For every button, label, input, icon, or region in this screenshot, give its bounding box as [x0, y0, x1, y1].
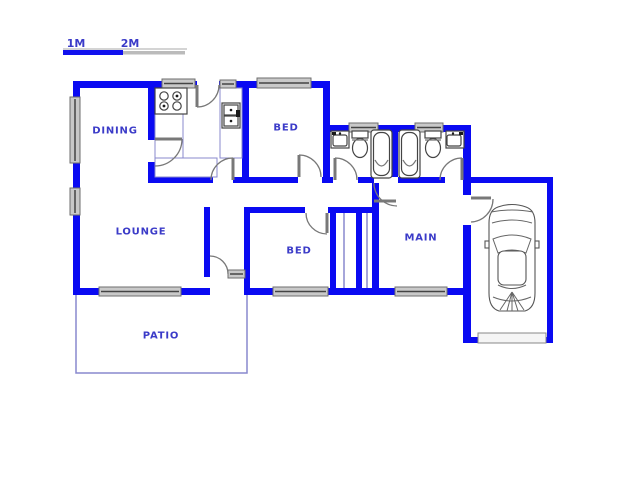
- patio-outline: [75, 295, 248, 374]
- window: [394, 286, 448, 297]
- toilet-icon: [351, 130, 369, 159]
- window: [161, 78, 196, 89]
- window: [219, 79, 237, 89]
- scale-bar-gray-segment: [123, 51, 185, 55]
- room-label-bed-top: BED: [273, 123, 298, 134]
- room-label-dining: DINING: [92, 126, 138, 137]
- basin-icon: [445, 130, 465, 149]
- door-dining: [154, 137, 183, 167]
- scale-bar-blue-segment: [63, 50, 123, 55]
- door-bed-middle: [305, 212, 329, 235]
- car-icon: [484, 203, 540, 312]
- toilet-icon: [424, 130, 442, 159]
- window: [256, 77, 312, 89]
- door-garage: [470, 196, 494, 223]
- window: [227, 269, 246, 279]
- scale-1m-label: 1M: [67, 37, 86, 50]
- scale-bar: 1M 2M: [63, 37, 187, 55]
- walls: [73, 81, 553, 343]
- bathtub-icon: [370, 129, 393, 179]
- closet-lines: [343, 213, 368, 288]
- room-label-bed-middle: BED: [286, 246, 311, 257]
- door-kitchen-exterior: [195, 84, 220, 108]
- double-sink-icon: [221, 102, 241, 129]
- door-patio: [209, 255, 229, 275]
- room-label-patio: PATIO: [143, 331, 179, 342]
- scale-2m-label: 2M: [121, 37, 140, 50]
- window: [98, 286, 182, 297]
- room-label-lounge: LOUNGE: [116, 227, 167, 238]
- door-bathroom-2: [439, 157, 464, 181]
- stove-icon: [154, 87, 188, 115]
- door-bed-top: [297, 154, 322, 178]
- door-bathroom-1: [333, 157, 358, 181]
- window: [272, 286, 329, 297]
- bathtub-icon: [398, 129, 421, 179]
- window: [69, 187, 81, 216]
- garage-door: [477, 332, 547, 344]
- windows: [69, 77, 448, 297]
- room-label-main: MAIN: [405, 233, 438, 244]
- door-main: [373, 182, 398, 207]
- door-kitchen-hall: [210, 157, 235, 181]
- room-labels: DINING BED LOUNGE BED MAIN PATIO: [92, 123, 438, 342]
- doors: [154, 84, 494, 275]
- window: [69, 96, 81, 164]
- basin-icon: [330, 130, 350, 149]
